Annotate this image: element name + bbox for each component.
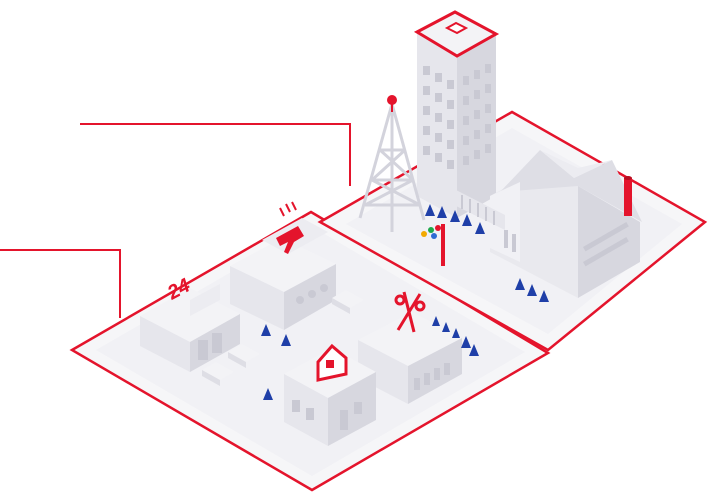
plate-inner-left [96,226,525,476]
shop-24-building: 24 [140,275,240,372]
tower-lobby [456,190,505,230]
tower-roof-hatch [444,21,469,35]
flag-pole [421,224,445,266]
trees-residential [261,316,479,400]
house-icon [316,343,348,382]
house-building [284,343,376,446]
callout-line-top [80,123,351,186]
tower-beacon [387,95,397,105]
radio-tower-icon [358,103,426,232]
callout-lines [0,123,351,318]
trees-industrial [425,204,549,302]
callout-line-left [0,249,121,318]
salon-building [230,201,336,330]
office-tower [413,10,500,218]
chimney-icon [624,178,632,216]
scissors-icon [394,291,426,333]
hairdryer-icon [276,226,304,254]
parked-vans [202,290,364,386]
factory-building [490,150,642,298]
